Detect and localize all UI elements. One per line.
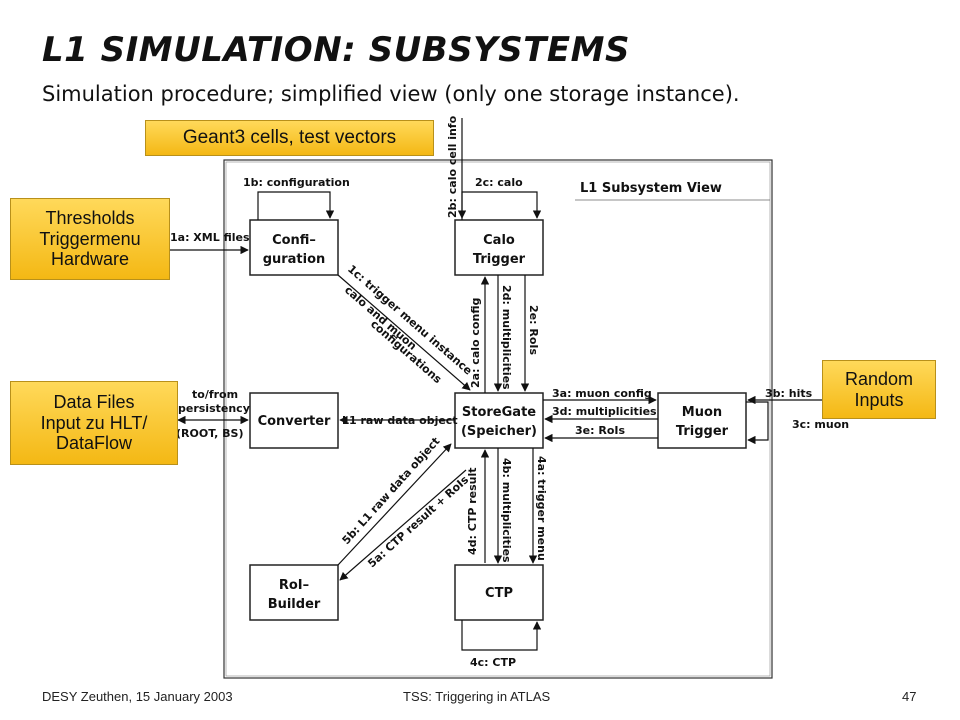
label-4a: 4a: trigger menu [535,456,548,561]
label-5a: 5a: CTP result + RoIs [365,473,471,570]
callout-random: Random Inputs [822,360,936,419]
label-tofrom: to/from [192,388,238,401]
box-converter: Converter [249,392,339,449]
loop-1b [257,191,335,220]
page-number: 47 [902,689,917,704]
svg-text:RoI–: RoI– [279,578,309,593]
callout-geant: Geant3 cells, test vectors [145,120,434,156]
svg-text:configurations: configurations [368,317,444,386]
footer-date: DESY Zeuthen, 15 January 2003 [42,689,233,704]
label-5b: 5b: L1 raw data object [340,435,443,547]
svg-text:(Speicher): (Speicher) [461,424,537,439]
label-4c: 4c: CTP [470,656,516,669]
box-roi-builder: RoI– Builder [249,564,339,621]
label-2c: 2c: calo [475,176,523,189]
svg-text:StoreGate: StoreGate [462,405,536,420]
label-2a: 2a: calo config [469,298,482,388]
label-3c: 3c: muon [792,418,849,431]
label-3a: 3a: muon config [552,387,652,400]
slide-subtitle: Simulation procedure; simplified view (o… [42,82,740,106]
label-4b: 4b: multiplicities [500,458,513,563]
label-3e: 3e: RoIs [575,424,625,437]
arrow-5a [339,469,467,581]
view-title: L1 Subsystem View [580,181,722,196]
footer-center: TSS: Triggering in ATLAS [403,689,551,704]
svg-text:Trigger: Trigger [473,252,526,267]
label-4d: 4d: CTP result [466,467,479,555]
callout-thresholds: Thresholds Triggermenu Hardware [10,198,170,280]
label-1b: 1b: configuration [243,176,350,189]
svg-text:Builder: Builder [268,597,321,612]
label-2e: 2e: RoIs [527,305,540,355]
label-2d: 2d: multiplicities [500,285,513,390]
label-1a: 1a: XML files [170,231,250,244]
label-2b: 2b: calo cell info [446,115,459,218]
svg-text:Trigger: Trigger [676,424,729,439]
svg-text:Converter: Converter [258,414,331,429]
box-muon-trigger: Muon Trigger [657,392,747,449]
svg-text:Confi–: Confi– [272,233,316,248]
label-3d: 3d: multiplicities [552,405,657,418]
arrow-5b [337,443,452,566]
label-3b: 3b: hits [765,387,813,400]
arrow-1c [337,274,471,391]
box-configuration: Confi– guration [249,219,339,276]
svg-text:(ROOT, BS): (ROOT, BS) [176,427,243,440]
loop-4c [461,620,542,651]
svg-text:Calo: Calo [483,233,515,248]
label-l1raw: L1 raw data object [342,414,458,427]
callout-datafiles: Data Files Input zu HLT/ DataFlow [10,381,178,465]
box-calo-trigger: Calo Trigger [454,219,544,276]
loop-2c [461,191,542,220]
loop-3c [746,401,769,445]
svg-text:Muon: Muon [682,405,722,420]
slide-title: L1 SIMULATION: SUBSYSTEMS [42,30,630,70]
svg-text:persistency: persistency [178,402,250,415]
svg-text:CTP: CTP [485,586,513,601]
svg-text:guration: guration [263,252,326,267]
box-ctp: CTP [454,564,544,621]
box-storegate: StoreGate (Speicher) [454,392,544,449]
